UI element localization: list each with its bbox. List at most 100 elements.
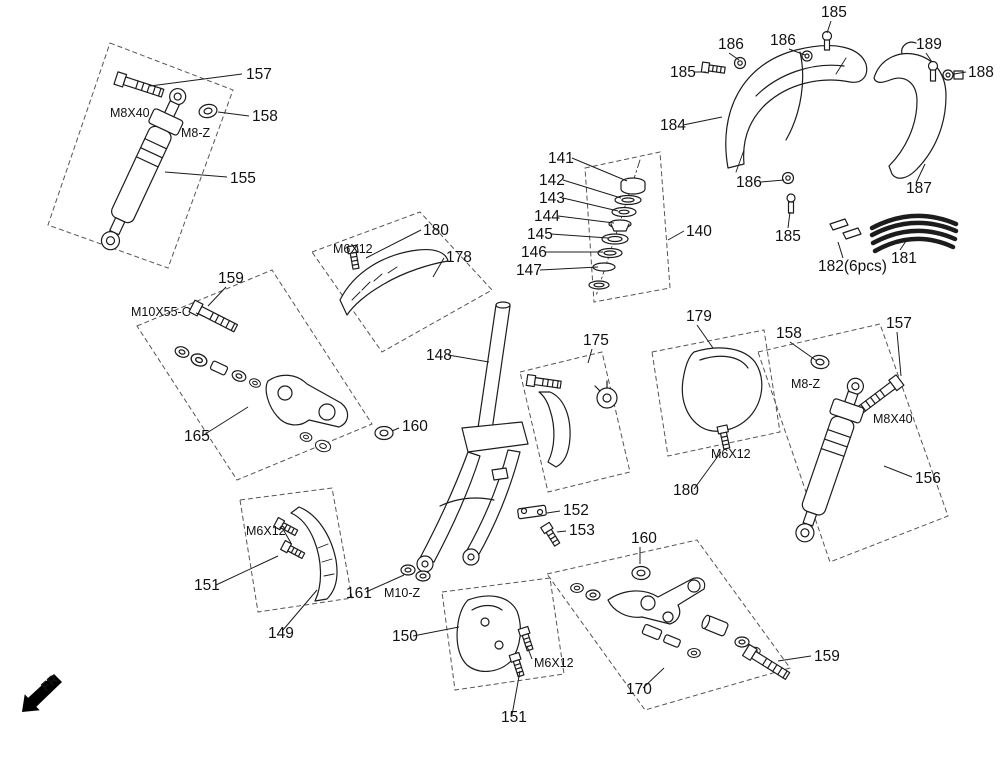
part-label-m6x12: M6X12 xyxy=(246,524,286,538)
leader-line-152 xyxy=(546,510,561,514)
washer-170-b xyxy=(585,589,601,601)
leader-line-160 xyxy=(391,427,400,432)
part-label-182-6pcs: 182(6pcs) xyxy=(818,258,887,275)
part-label-m6x12: M6X12 xyxy=(534,656,574,670)
part-label-158: 158 xyxy=(776,325,802,342)
washer-186-b xyxy=(801,50,813,62)
part-label-157: 157 xyxy=(886,315,912,332)
nut-160-bottom xyxy=(631,565,651,581)
leader-line-149 xyxy=(282,589,318,631)
part-label-185: 185 xyxy=(670,64,696,81)
washer-165-d xyxy=(247,376,263,390)
leader-line-184 xyxy=(682,116,723,126)
dashed-box-155 xyxy=(47,42,234,269)
leader-line-144 xyxy=(557,215,615,224)
part-label-184: 184 xyxy=(660,117,686,134)
shock-absorber-156 xyxy=(795,353,905,543)
fr-direction-arrow xyxy=(22,674,62,712)
part-label-185: 185 xyxy=(821,4,847,21)
part-label-157: 157 xyxy=(246,66,272,83)
leader-line-m6x12 xyxy=(283,530,292,544)
front-fork-148 xyxy=(416,301,529,573)
dashed-box-140 xyxy=(584,151,671,303)
leader-line-170 xyxy=(642,667,665,689)
part-label-149: 149 xyxy=(268,625,294,642)
bolt-188 xyxy=(942,69,964,81)
washer-165-a xyxy=(173,344,191,360)
clips-182 xyxy=(829,218,862,240)
part-label-m10x55-c: M10X55-C xyxy=(131,305,191,319)
part-label-140: 140 xyxy=(686,223,712,240)
steering-bearing-stack-140 xyxy=(588,159,646,297)
bolt-189 xyxy=(927,60,939,82)
part-label-m6x12: M6X12 xyxy=(333,242,373,256)
leader-line-159 xyxy=(777,655,812,662)
bolt-185-left xyxy=(700,61,727,76)
part-label-155: 155 xyxy=(230,170,256,187)
leader-line-186 xyxy=(760,179,785,183)
dashed-box-156 xyxy=(757,323,949,563)
linkage-170 xyxy=(570,565,792,683)
nut-158-right xyxy=(809,353,831,371)
part-label-m8-z: M8-Z xyxy=(181,126,211,140)
part-label-186: 186 xyxy=(736,174,762,191)
part-label-170: 170 xyxy=(626,681,652,698)
part-label-147: 147 xyxy=(516,262,542,279)
part-label-141: 141 xyxy=(548,150,574,167)
washer-186-c xyxy=(781,171,795,185)
leader-line-m10x55-c xyxy=(195,312,206,318)
bushing-170-a xyxy=(641,623,663,641)
part-label-179: 179 xyxy=(686,308,712,325)
leader-line-186 xyxy=(788,48,806,56)
part-label-160: 160 xyxy=(631,530,657,547)
part-label-161: 161 xyxy=(346,585,372,602)
part-label-152: 152 xyxy=(563,502,589,519)
link-arm-170 xyxy=(607,577,706,625)
washer-170-d xyxy=(734,636,750,648)
collar-170 xyxy=(701,614,729,637)
part-label-188: 188 xyxy=(968,64,994,81)
part-label-153: 153 xyxy=(569,522,595,539)
part-label-m8x40: M8X40 xyxy=(873,412,913,426)
leader-line-151 xyxy=(215,555,279,586)
part-label-189: 189 xyxy=(916,36,942,53)
washer-161-a xyxy=(400,564,416,576)
screw-185-top xyxy=(821,30,833,51)
leader-line-151 xyxy=(511,670,521,716)
shock-absorber-155 xyxy=(100,71,219,251)
leader-line-161 xyxy=(365,574,405,593)
dashed-box-149 xyxy=(239,487,353,613)
leader-line-159 xyxy=(207,286,227,307)
leader-line-142 xyxy=(562,179,622,199)
part-label-151: 151 xyxy=(501,709,527,726)
dashed-box-175 xyxy=(519,351,631,493)
leader-line-185 xyxy=(826,20,832,34)
leader-line-181 xyxy=(899,240,907,251)
leader-line-180 xyxy=(365,229,422,259)
leader-line-175 xyxy=(587,348,593,364)
front-fender-184 xyxy=(725,44,868,173)
leader-line-156 xyxy=(883,465,913,478)
rear-cover-187 xyxy=(873,41,947,179)
screw-185-bottom xyxy=(786,193,796,214)
screw-153 xyxy=(540,521,563,548)
bolt-159-bottom xyxy=(741,643,792,683)
bushing-170-b xyxy=(663,634,681,648)
part-label-146: 146 xyxy=(521,244,547,261)
leader-line-179 xyxy=(696,324,714,349)
leader-line-178 xyxy=(432,257,445,278)
washer-170-c xyxy=(687,647,701,659)
part-label-150: 150 xyxy=(392,628,418,645)
bolt-175 xyxy=(525,373,563,391)
part-label-151: 151 xyxy=(194,577,220,594)
bracket-178 xyxy=(339,244,449,316)
part-label-144: 144 xyxy=(534,208,560,225)
leader-line-188 xyxy=(953,71,967,75)
part-label-175: 175 xyxy=(583,332,609,349)
link-arm-165 xyxy=(265,374,349,428)
screw-151-b xyxy=(280,539,307,561)
leader-line-185 xyxy=(787,211,791,229)
leader-line-153 xyxy=(556,530,567,533)
